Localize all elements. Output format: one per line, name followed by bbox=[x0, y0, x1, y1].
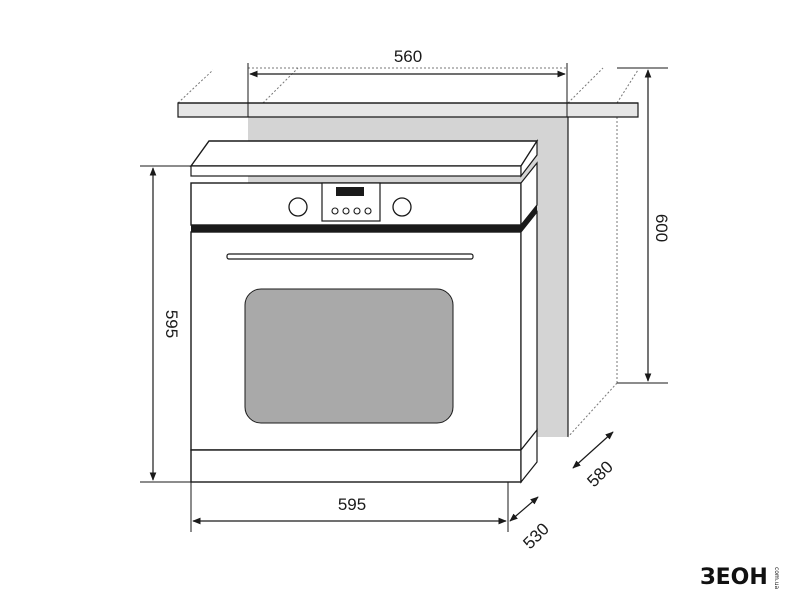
dim-niche-depth-line bbox=[572, 431, 614, 469]
door-handle bbox=[226, 253, 474, 260]
oven-top-cover bbox=[189, 140, 539, 167]
right-knob bbox=[392, 197, 412, 217]
niche-dotted-top-right-diag2 bbox=[567, 67, 604, 104]
label-niche-height: 600 bbox=[652, 214, 671, 242]
logo-main: ЗЕОН bbox=[700, 565, 768, 590]
button-3 bbox=[353, 207, 361, 215]
oven-door-side bbox=[520, 210, 538, 452]
display-block bbox=[321, 182, 381, 222]
oven bbox=[189, 138, 539, 484]
left-knob bbox=[288, 197, 308, 217]
countertop bbox=[177, 102, 639, 118]
dim-oven-depth-line bbox=[509, 496, 539, 522]
door-window bbox=[244, 288, 454, 424]
button-1 bbox=[331, 207, 339, 215]
countertop-top bbox=[177, 102, 639, 118]
oven-top-side bbox=[520, 138, 538, 178]
label-niche-width: 560 bbox=[394, 47, 422, 66]
label-oven-width: 595 bbox=[338, 495, 366, 514]
oven-bottom-side bbox=[520, 428, 538, 484]
label-oven-height: 595 bbox=[162, 310, 181, 338]
niche-dotted-top-right-diag bbox=[616, 69, 639, 104]
oven-bottom bbox=[190, 449, 522, 483]
logo-suffix: com.ua bbox=[773, 567, 780, 590]
dimension-lines bbox=[140, 63, 668, 532]
oven-dark-band bbox=[191, 225, 521, 232]
zeon-logo: ЗЕОН com.ua bbox=[700, 565, 780, 590]
button-2 bbox=[342, 207, 350, 215]
niche-dotted-top-left-diag bbox=[177, 69, 214, 104]
oven-dark-band-side bbox=[521, 205, 537, 232]
niche-dotted-left bbox=[262, 67, 299, 104]
button-4 bbox=[364, 207, 372, 215]
label-oven-depth: 530 bbox=[519, 519, 552, 552]
niche-dotted-diag bbox=[567, 382, 618, 438]
label-niche-depth: 580 bbox=[583, 457, 616, 490]
digital-display bbox=[336, 187, 364, 196]
oven-top-strip bbox=[190, 165, 522, 177]
